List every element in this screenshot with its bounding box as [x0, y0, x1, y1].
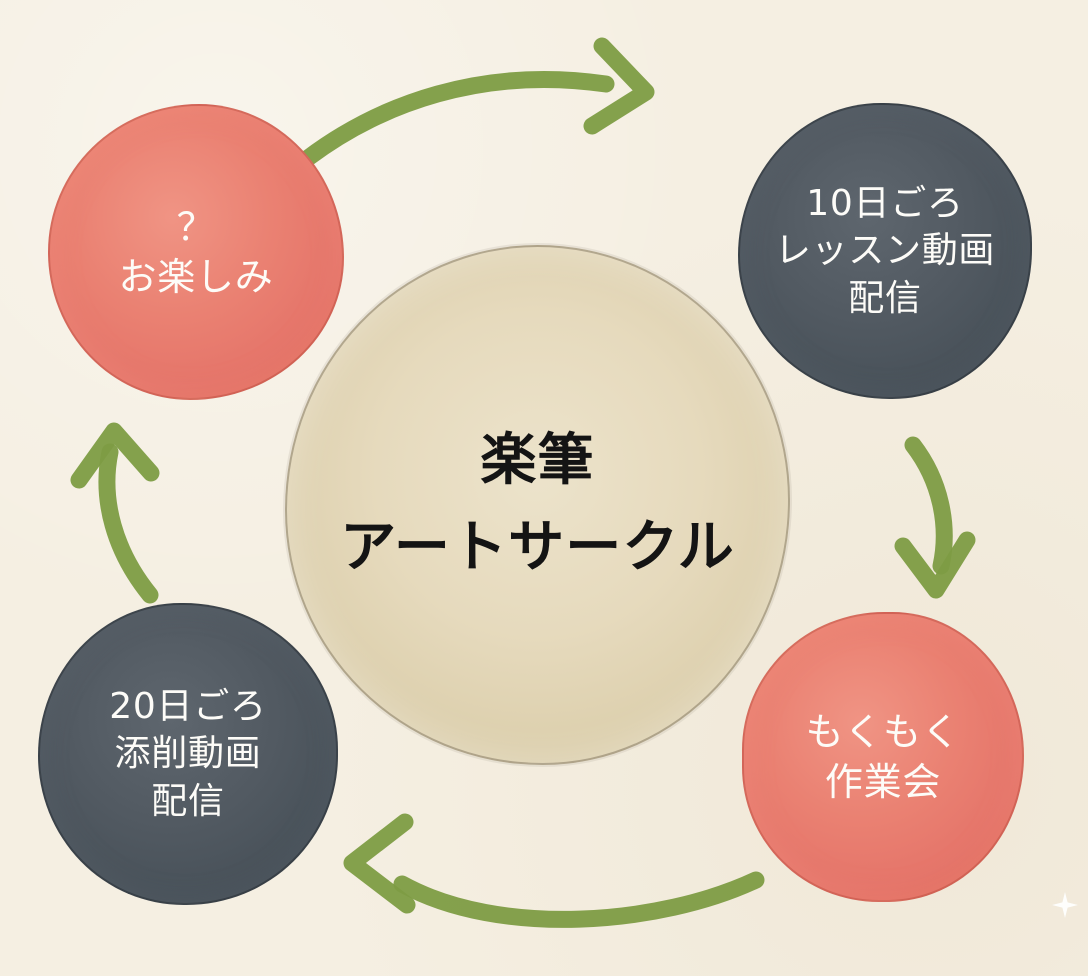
node-text-line: 添削動画 — [114, 733, 262, 775]
node-mokumoku: もくもく 作業会 — [742, 612, 1024, 902]
arrow-left-icon — [70, 422, 160, 604]
arrow-top-icon — [299, 37, 655, 167]
node-text-line: お楽しみ — [118, 255, 274, 299]
node-otanoshimi-label: ？ お楽しみ — [118, 202, 273, 302]
arrow-right-icon — [894, 436, 976, 599]
diagram-title: 楽筆 アートサークル — [340, 418, 735, 592]
diagram-title-line2: アートサークル — [340, 515, 735, 580]
node-text-line: 作業会 — [824, 760, 942, 804]
node-lesson-video: 10日ごろ レッスン動画 配信 — [738, 103, 1032, 399]
node-otanoshimi: ？ お楽しみ — [48, 104, 344, 400]
node-text-line: ？ — [176, 204, 216, 249]
node-text-line: もくもく — [805, 709, 961, 754]
node-mokumoku-label: もくもく 作業会 — [805, 707, 960, 807]
center-circle: 楽筆 アートサークル — [285, 245, 790, 765]
node-text-line: 配信 — [848, 277, 922, 319]
node-text-line: レッスン動画 — [774, 230, 996, 272]
node-text-line: 10日ごろ — [806, 182, 964, 224]
node-correction-video: 20日ごろ 添削動画 配信 — [38, 603, 338, 905]
diagram-title-line1: 楽筆 — [480, 428, 595, 494]
arrow-bottom-icon — [343, 813, 765, 928]
node-text-line: 20日ごろ — [109, 685, 267, 727]
node-text-line: 配信 — [151, 780, 225, 822]
node-lesson-video-label: 10日ごろ レッスン動画 配信 — [775, 180, 995, 323]
node-correction-video-label: 20日ごろ 添削動画 配信 — [109, 683, 266, 826]
